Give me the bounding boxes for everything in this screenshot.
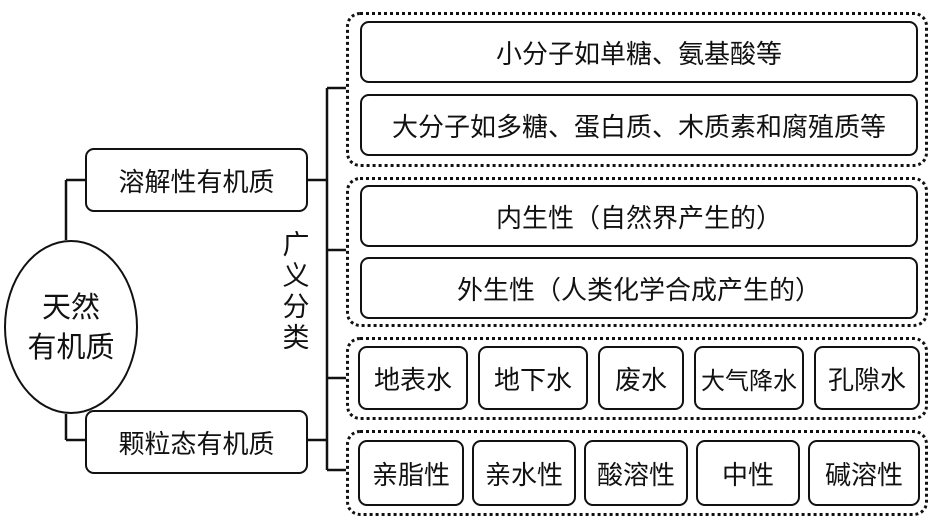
surface-water-label: 地表水: [373, 365, 452, 396]
pore-water-label: 孔隙水: [827, 365, 906, 396]
dissolved-organic-matter-label: 溶解性有机质: [118, 167, 275, 198]
acid-soluble-box: 酸溶性: [584, 440, 688, 506]
large-molecule-label: 大分子如多糖、蛋白质、木质素和腐殖质等: [391, 112, 886, 143]
surface-water-box: 地表水: [358, 346, 468, 410]
classification-char: 分: [282, 292, 310, 323]
small-molecule-box: 小分子如单糖、氨基酸等: [360, 21, 918, 83]
small-molecule-label: 小分子如单糖、氨基酸等: [495, 39, 782, 70]
dissolved-organic-matter-box: 溶解性有机质: [85, 148, 308, 212]
classification-char: 广: [282, 230, 310, 261]
origin-group: [346, 177, 928, 327]
wastewater-label: 废水: [614, 365, 667, 396]
groundwater-label: 地下水: [493, 365, 572, 396]
precipitation-label: 大气降水: [701, 366, 797, 395]
classification-label: 广 义 分 类: [276, 230, 316, 354]
base-soluble-box: 碱溶性: [808, 440, 920, 506]
particulate-organic-matter-label: 颗粒态有机质: [118, 429, 275, 460]
hydrophilic-label: 亲水性: [484, 460, 563, 491]
lipophilic-label: 亲脂性: [371, 460, 450, 491]
exogenous-box: 外生性（人类化学合成产生的）: [360, 257, 918, 319]
pore-water-box: 孔隙水: [814, 346, 920, 410]
property-group: [346, 430, 928, 516]
root-node: 天然 有机质: [4, 240, 138, 414]
lipophilic-box: 亲脂性: [358, 440, 464, 506]
root-label-line2: 有机质: [27, 330, 115, 364]
endogenous-label: 内生性（自然界产生的）: [495, 203, 782, 234]
classification-char: 类: [282, 323, 310, 354]
groundwater-box: 地下水: [478, 346, 588, 410]
large-molecule-box: 大分子如多糖、蛋白质、木质素和腐殖质等: [360, 94, 918, 156]
water-source-group: [346, 337, 928, 420]
root-label-line1: 天然: [41, 290, 100, 324]
wastewater-box: 废水: [598, 346, 684, 410]
exogenous-label: 外生性（人类化学合成产生的）: [456, 275, 821, 306]
classification-char: 义: [282, 261, 310, 292]
molecular-size-group: [346, 12, 928, 167]
endogenous-box: 内生性（自然界产生的）: [360, 185, 918, 247]
neutral-label: 中性: [721, 460, 774, 491]
neutral-box: 中性: [696, 440, 800, 506]
precipitation-box: 大气降水: [694, 346, 804, 410]
particulate-organic-matter-box: 颗粒态有机质: [85, 410, 308, 474]
base-soluble-label: 碱溶性: [824, 460, 903, 491]
acid-soluble-label: 酸溶性: [596, 460, 675, 491]
hydrophilic-box: 亲水性: [472, 440, 576, 506]
